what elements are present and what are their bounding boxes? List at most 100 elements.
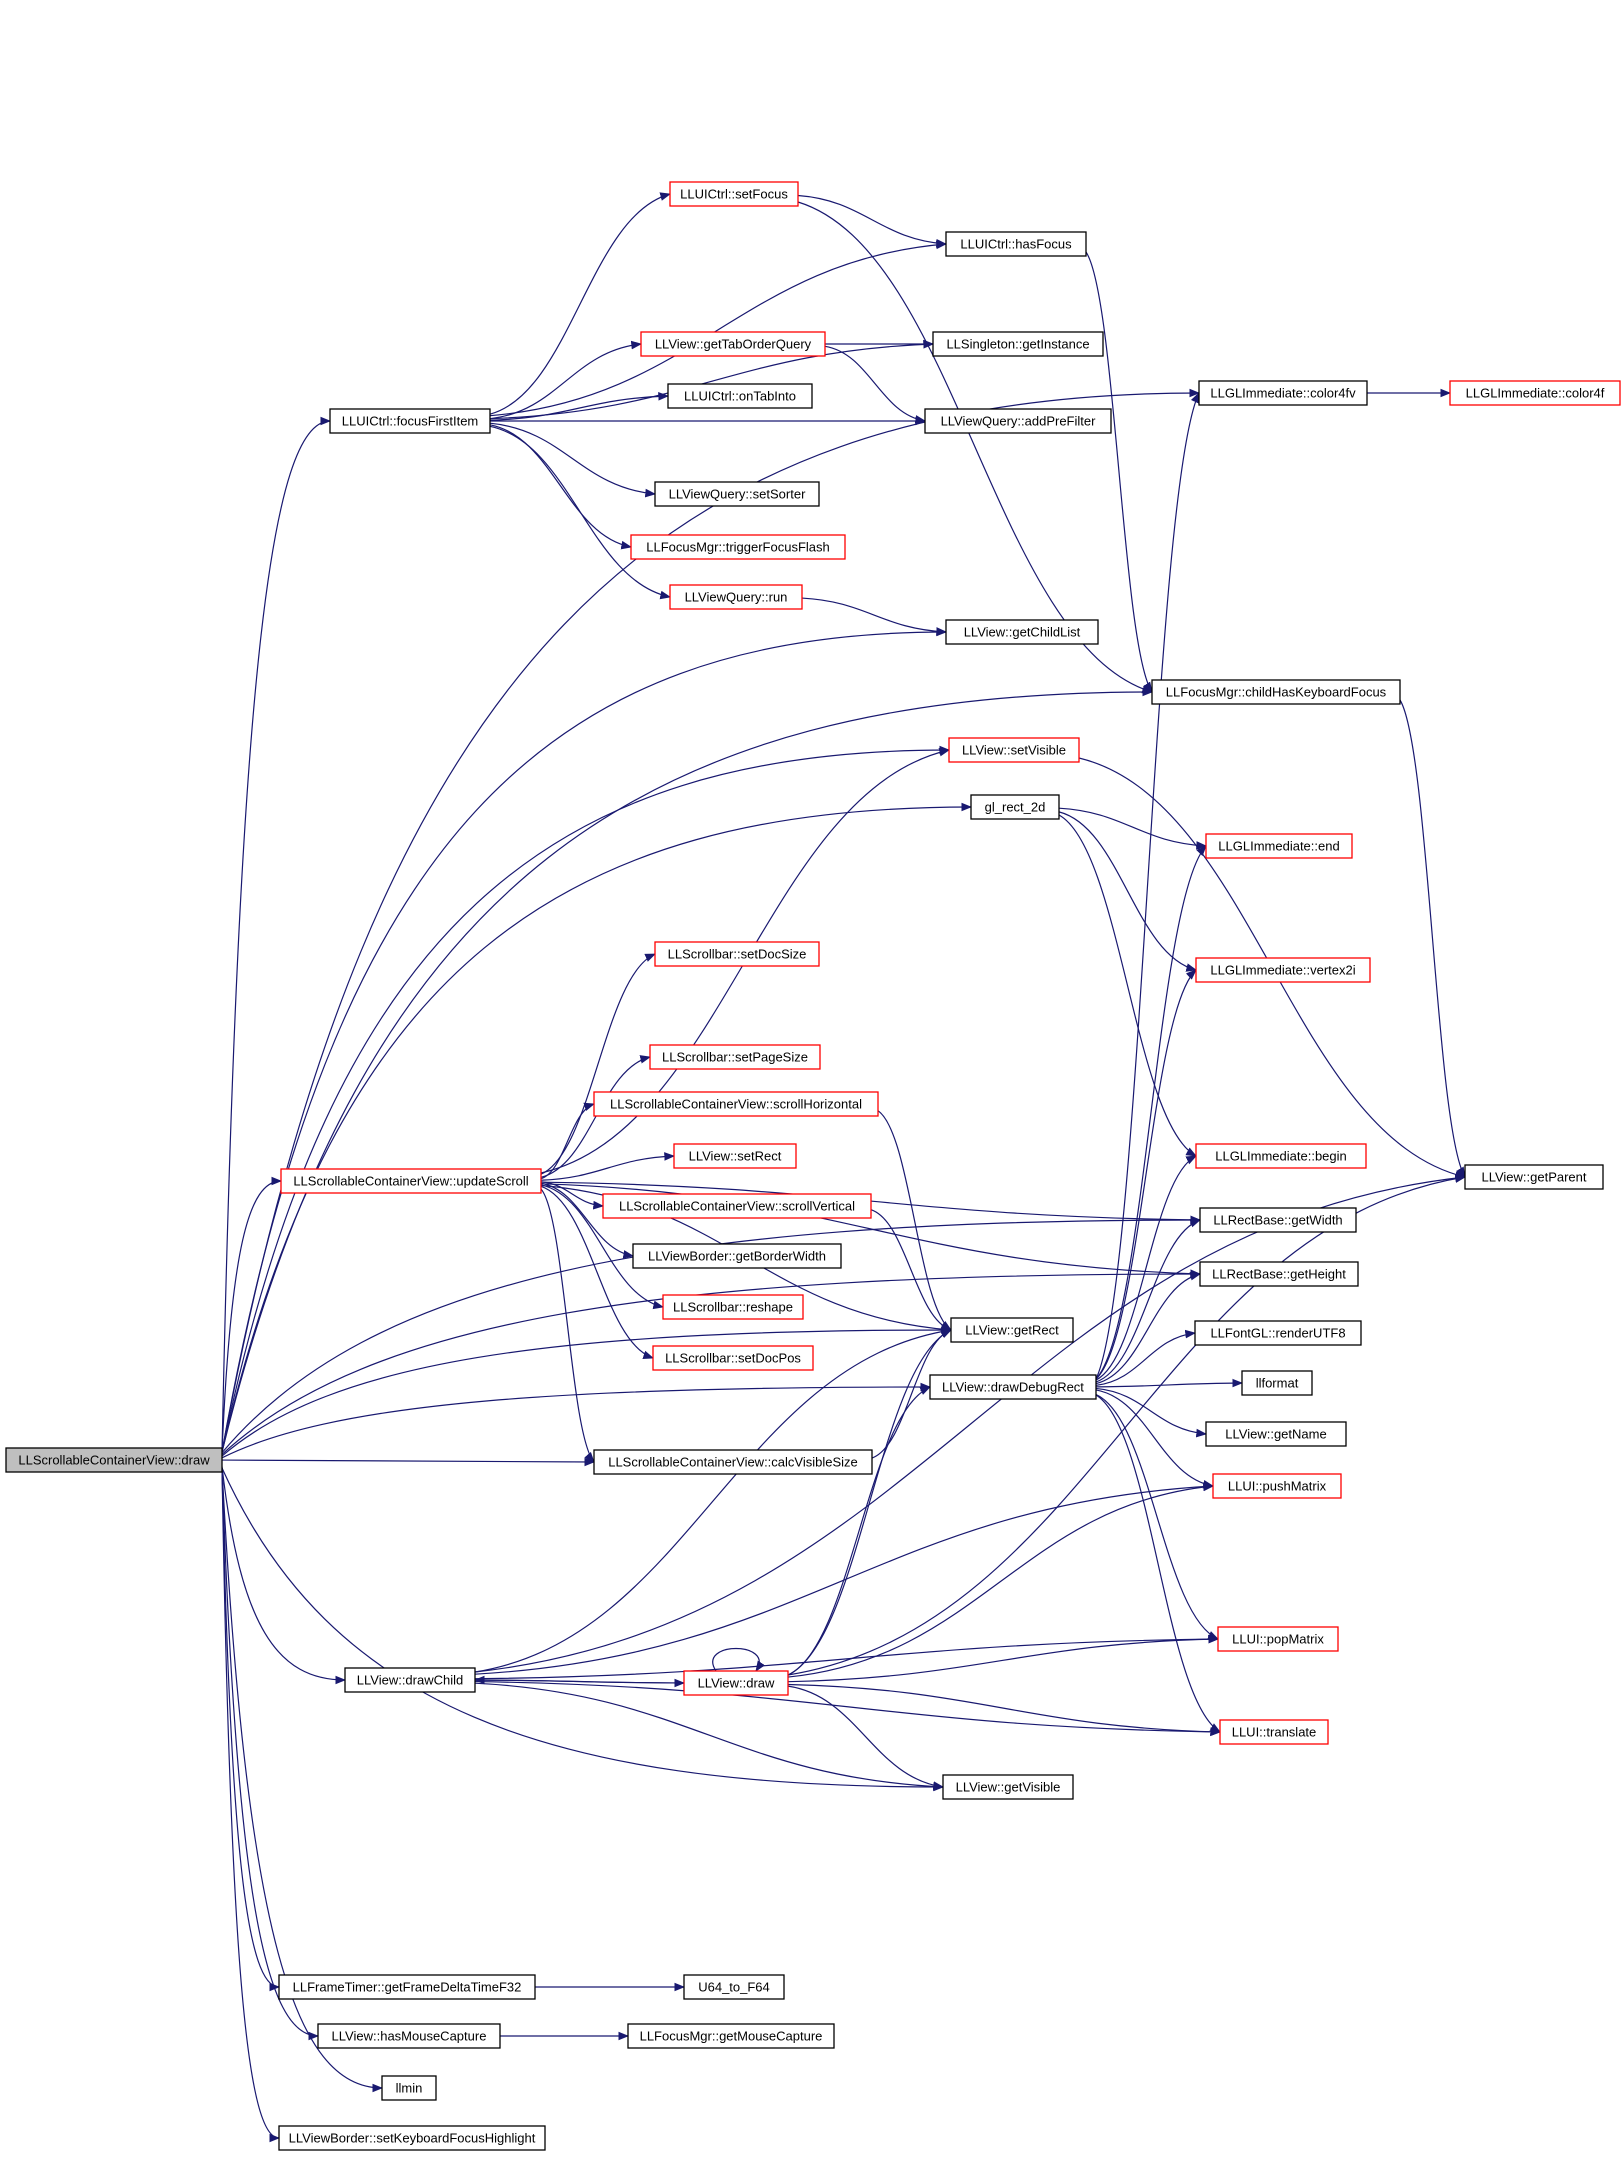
node-getInstance[interactable]: LLSingleton::getInstance (932, 331, 1104, 357)
edge-root-to-calcVisibleSize (221, 1457, 596, 1467)
node-updateScroll-label: LLScrollableContainerView::updateScroll (293, 1174, 528, 1189)
node-getBorderWidth-label: LLViewBorder::getBorderWidth (648, 1249, 826, 1264)
edge-root-to-glRect2d (221, 802, 973, 1453)
node-setSorter-label: LLViewQuery::setSorter (669, 487, 806, 502)
node-hasFocus[interactable]: LLUICtrl::hasFocus (945, 231, 1087, 257)
edge-run-to-getChildList (801, 597, 948, 636)
node-llmin[interactable]: llmin (381, 2075, 437, 2101)
edge-childHasKeyboardFocus-to-getParent (1399, 699, 1466, 1178)
edge-root-to-getFrameDeltaTimeF32 (221, 1467, 281, 1992)
node-focusFirstItem-box (329, 408, 491, 434)
node-glEnd[interactable]: LLGLImmediate::end (1205, 833, 1353, 859)
node-popMatrix[interactable]: LLUI::popMatrix (1217, 1626, 1339, 1652)
node-calcVisibleSize[interactable]: LLScrollableContainerView::calcVisibleSi… (593, 1449, 873, 1475)
edge-viewDraw-to-getRect (787, 1329, 952, 1676)
node-getTabOrderQuery[interactable]: LLView::getTabOrderQuery (640, 331, 826, 357)
node-setVisible[interactable]: LLView::setVisible (948, 737, 1080, 763)
node-glEnd-label: LLGLImmediate::end (1218, 839, 1339, 854)
node-getRect[interactable]: LLView::getRect (950, 1317, 1074, 1343)
node-glBegin[interactable]: LLGLImmediate::begin (1195, 1143, 1367, 1169)
edge-drawDebugRect-to-color4fv (1095, 392, 1200, 1380)
node-u64ToF64[interactable]: U64_to_F64 (683, 1974, 785, 2000)
edge-drawDebugRect-to-getName (1095, 1387, 1208, 1438)
node-getRect-box (950, 1317, 1074, 1343)
node-getWidth[interactable]: LLRectBase::getWidth (1199, 1207, 1357, 1233)
node-getVisible-label: LLView::getVisible (956, 1780, 1061, 1795)
node-run[interactable]: LLViewQuery::run (669, 584, 803, 610)
node-setRect[interactable]: LLView::setRect (673, 1143, 797, 1169)
node-setDocPos-box (652, 1345, 814, 1371)
node-hasMouseCapture[interactable]: LLView::hasMouseCapture (317, 2023, 501, 2049)
edge-drawChild-to-getVisible (474, 1682, 945, 1791)
node-getInstance-box (932, 331, 1104, 357)
node-color4f[interactable]: LLGLImmediate::color4f (1449, 380, 1621, 406)
node-popMatrix-box (1217, 1626, 1339, 1652)
node-getName[interactable]: LLView::getName (1205, 1421, 1347, 1447)
node-drawDebugRect[interactable]: LLView::drawDebugRect (929, 1374, 1097, 1400)
node-setDocPos-label: LLScrollbar::setDocPos (665, 1351, 801, 1366)
node-addPreFilter[interactable]: LLViewQuery::addPreFilter (924, 408, 1112, 434)
node-setPageSize[interactable]: LLScrollbar::setPageSize (649, 1044, 821, 1070)
node-drawChild-label: LLView::drawChild (357, 1673, 463, 1688)
node-getChildList[interactable]: LLView::getChildList (945, 619, 1099, 645)
node-reshape[interactable]: LLScrollbar::reshape (662, 1294, 804, 1320)
edge-focusFirstItem-to-getInstance (489, 340, 935, 420)
node-root[interactable]: LLScrollableContainerView::draw (5, 1447, 223, 1473)
node-viewDraw[interactable]: LLView::draw (683, 1670, 789, 1696)
node-llformat[interactable]: llformat (1241, 1370, 1313, 1396)
node-setDocPos[interactable]: LLScrollbar::setDocPos (652, 1345, 814, 1371)
edge-updateScroll-to-setDocPos (540, 1185, 655, 1359)
node-setDocSize[interactable]: LLScrollbar::setDocSize (654, 941, 820, 967)
node-getFrameDeltaTimeF32-label: LLFrameTimer::getFrameDeltaTimeF32 (293, 1980, 522, 1995)
node-renderUTF8[interactable]: LLFontGL::renderUTF8 (1194, 1320, 1362, 1346)
node-vertex2i[interactable]: LLGLImmediate::vertex2i (1195, 957, 1371, 983)
edge-setFocus-to-childHasKeyboardFocus (797, 201, 1154, 694)
node-getWidth-label: LLRectBase::getWidth (1213, 1213, 1342, 1228)
node-scrollHorizontal[interactable]: LLScrollableContainerView::scrollHorizon… (593, 1091, 879, 1117)
edge-focusFirstItem-to-run (489, 425, 672, 600)
edge-updateScroll-to-setRect (540, 1152, 676, 1181)
node-setSorter-box (654, 481, 820, 507)
edge-focusFirstItem-to-hasFocus (489, 240, 948, 417)
node-translate[interactable]: LLUI::translate (1219, 1719, 1329, 1745)
node-getBorderWidth[interactable]: LLViewBorder::getBorderWidth (632, 1243, 842, 1269)
node-getParent-label: LLView::getParent (1481, 1170, 1586, 1185)
node-translate-label: LLUI::translate (1232, 1725, 1317, 1740)
edge-viewDraw-to-popMatrix (787, 1634, 1220, 1683)
edge-root-to-getHeight (221, 1269, 1202, 1455)
node-reshape-box (662, 1294, 804, 1320)
node-renderUTF8-box (1194, 1320, 1362, 1346)
node-getVisible[interactable]: LLView::getVisible (942, 1774, 1074, 1800)
node-getHeight-box (1199, 1261, 1359, 1287)
node-setFocus-label: LLUICtrl::setFocus (680, 187, 788, 202)
edge-drawDebugRect-to-pushMatrix (1095, 1389, 1215, 1489)
node-setSorter[interactable]: LLViewQuery::setSorter (654, 481, 820, 507)
node-setFocus[interactable]: LLUICtrl::setFocus (669, 181, 799, 207)
edge-root-to-drawChild (221, 1466, 347, 1685)
node-getFrameDeltaTimeF32[interactable]: LLFrameTimer::getFrameDeltaTimeF32 (278, 1974, 536, 2000)
node-setDocSize-box (654, 941, 820, 967)
node-color4fv[interactable]: LLGLImmediate::color4fv (1198, 380, 1368, 406)
node-triggerFocusFlash-box (630, 534, 846, 560)
node-getMouseCapture[interactable]: LLFocusMgr::getMouseCapture (627, 2023, 835, 2049)
node-llmin-box (381, 2075, 437, 2101)
node-u64ToF64-label: U64_to_F64 (698, 1980, 770, 1995)
node-drawChild[interactable]: LLView::drawChild (344, 1667, 476, 1693)
node-viewDraw-box (683, 1670, 789, 1696)
node-getParent[interactable]: LLView::getParent (1464, 1164, 1604, 1190)
node-scrollVertical[interactable]: LLScrollableContainerView::scrollVertica… (602, 1193, 872, 1219)
edge-root-to-drawDebugRect (221, 1382, 932, 1459)
node-updateScroll[interactable]: LLScrollableContainerView::updateScroll (280, 1168, 542, 1194)
node-pushMatrix[interactable]: LLUI::pushMatrix (1212, 1473, 1342, 1499)
node-glRect2d[interactable]: gl_rect_2d (970, 794, 1060, 820)
node-childHasKeyboardFocus-label: LLFocusMgr::childHasKeyboardFocus (1166, 685, 1387, 700)
node-focusFirstItem[interactable]: LLUICtrl::focusFirstItem (329, 408, 491, 434)
node-setPageSize-box (649, 1044, 821, 1070)
node-onTabInto[interactable]: LLUICtrl::onTabInto (667, 383, 813, 409)
node-triggerFocusFlash[interactable]: LLFocusMgr::triggerFocusFlash (630, 534, 846, 560)
node-setKeyboardFocusHighlight-box (278, 2125, 546, 2151)
node-setKeyboardFocusHighlight[interactable]: LLViewBorder::setKeyboardFocusHighlight (278, 2125, 546, 2151)
node-childHasKeyboardFocus[interactable]: LLFocusMgr::childHasKeyboardFocus (1151, 679, 1401, 705)
node-getHeight[interactable]: LLRectBase::getHeight (1199, 1261, 1359, 1287)
